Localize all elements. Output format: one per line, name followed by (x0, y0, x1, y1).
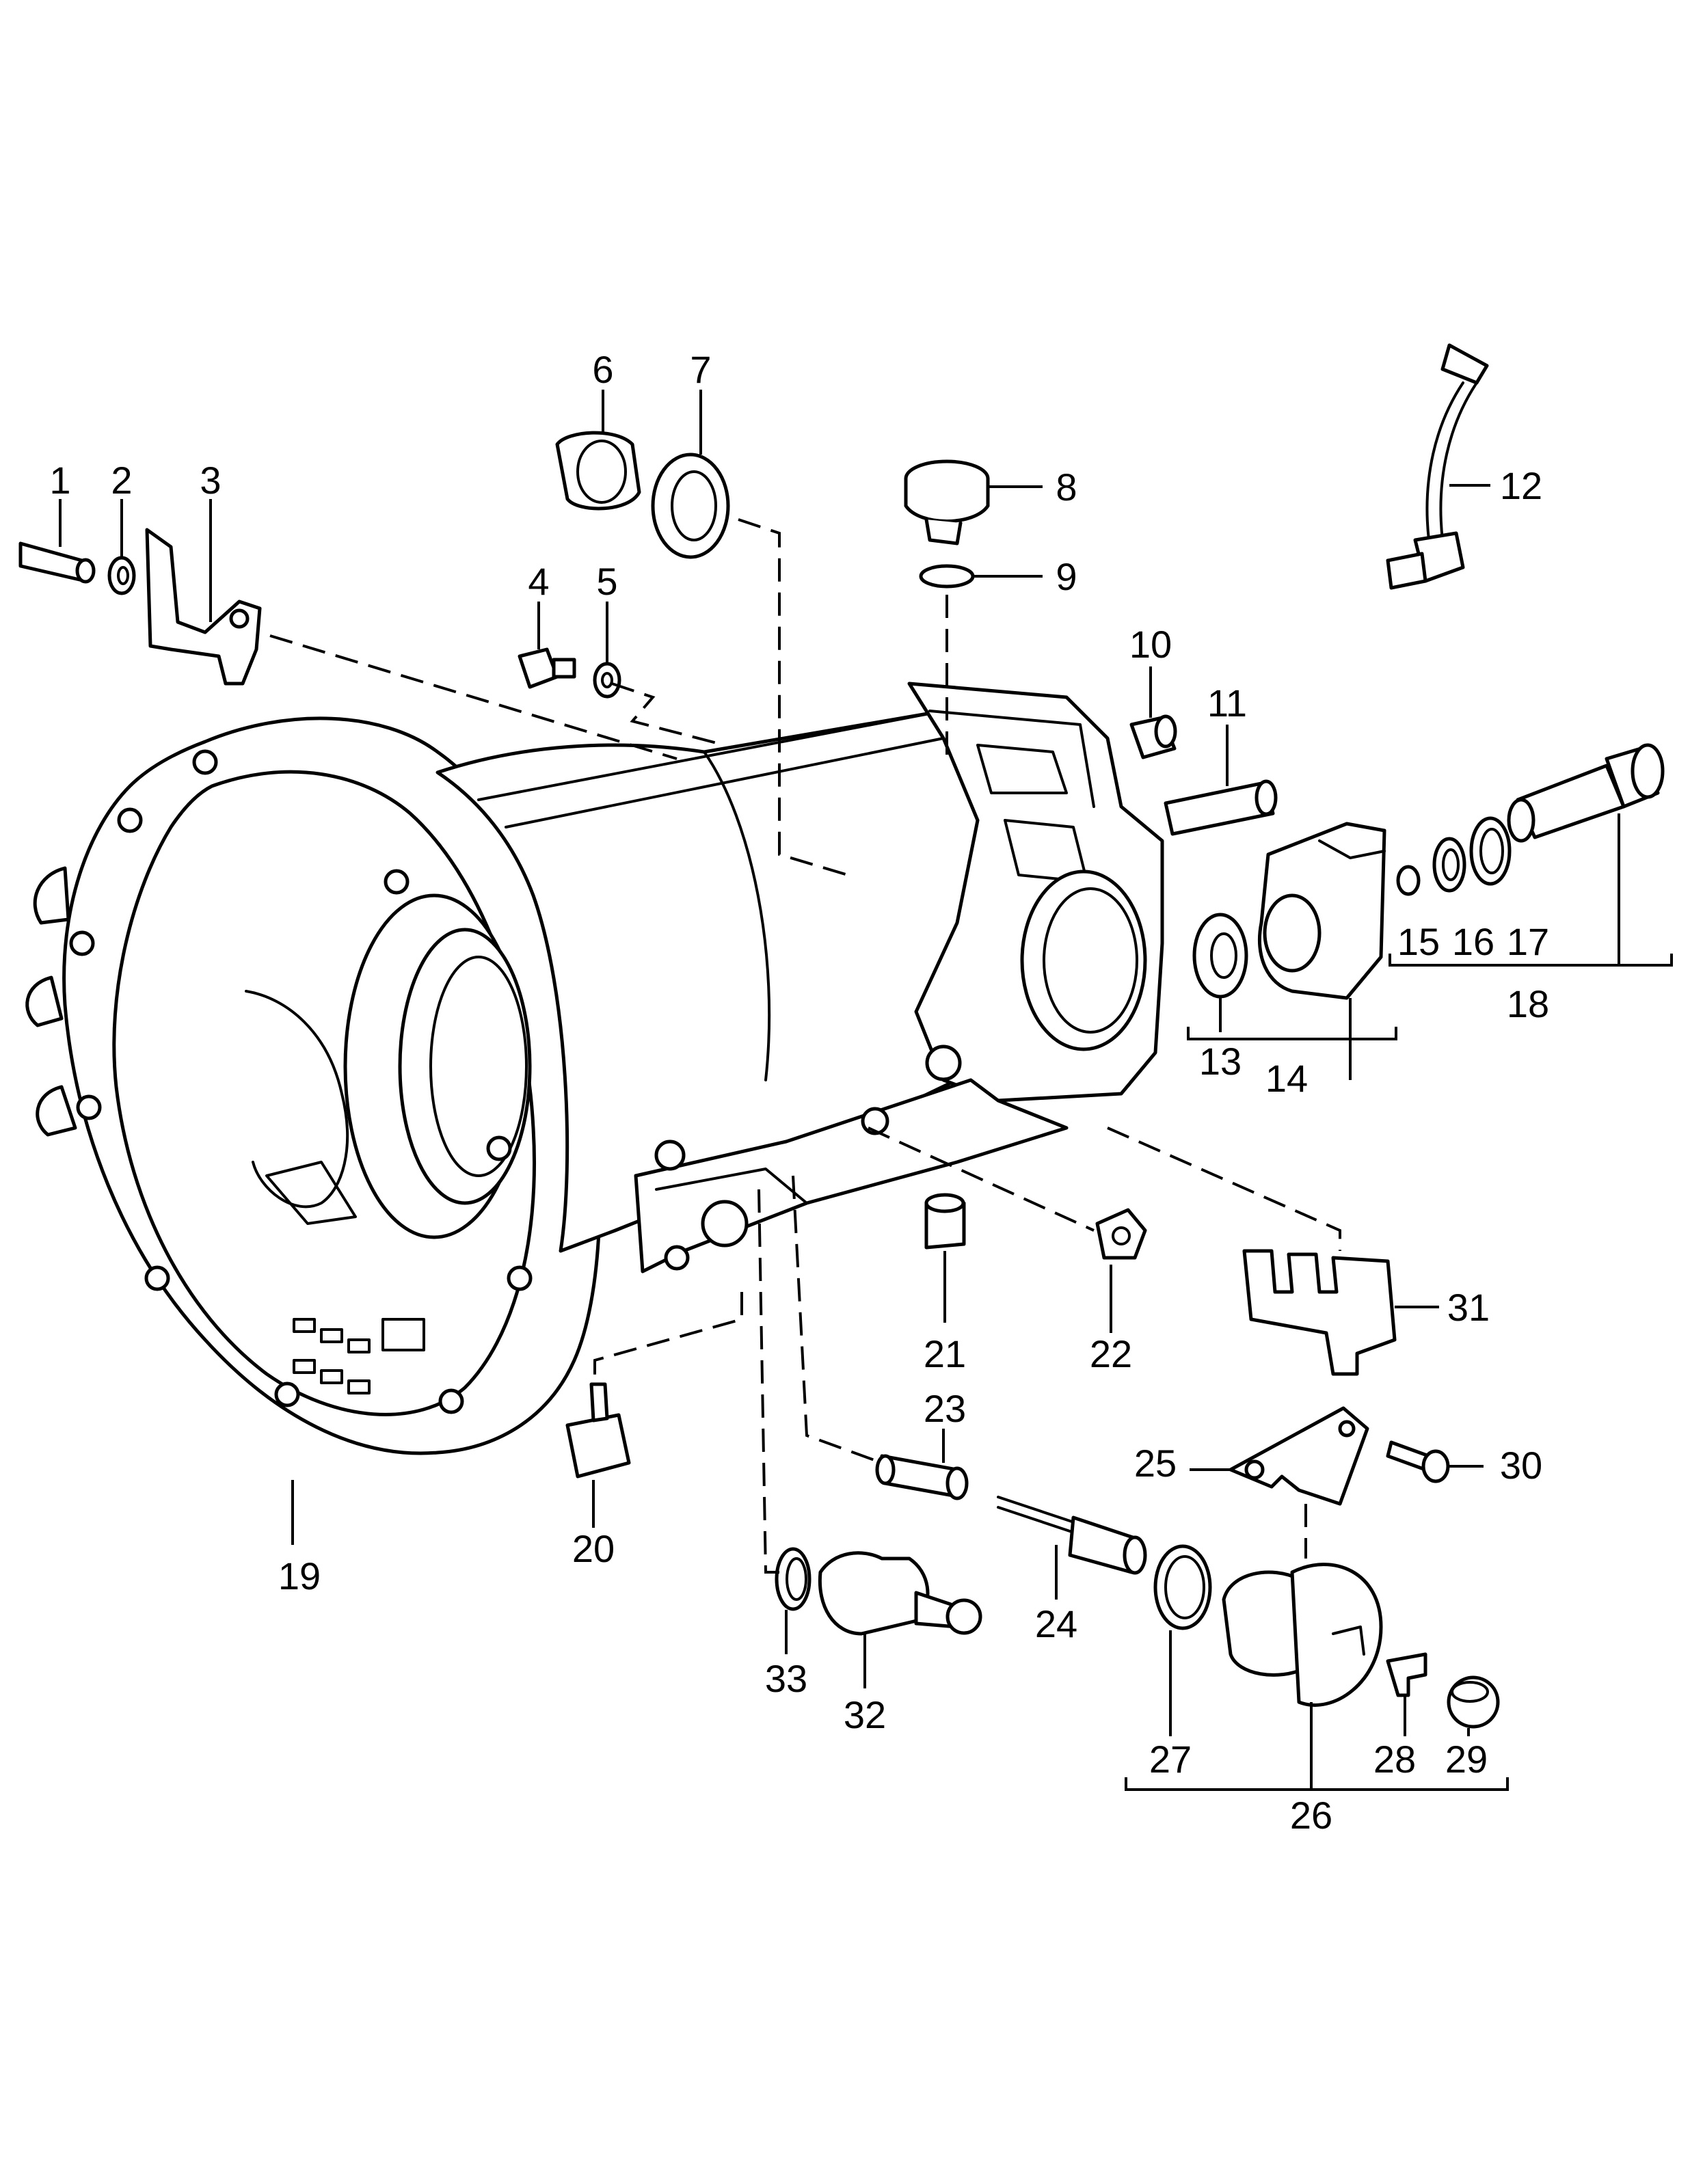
callout-31: 31 (1447, 1286, 1490, 1329)
part-21-nut (924, 1193, 966, 1250)
callout-8: 8 (1056, 466, 1077, 509)
part-15-ring (1396, 865, 1421, 896)
part-30-screw (1386, 1440, 1450, 1483)
callout-12: 12 (1500, 464, 1542, 507)
callout-21: 21 (924, 1332, 966, 1375)
part-27-ring (1153, 1544, 1212, 1630)
part-2-washer (107, 556, 136, 595)
part-9-o-ring (919, 564, 975, 589)
callout-3: 3 (200, 459, 221, 502)
part-31-gasket (1242, 1249, 1397, 1376)
part-12-cable (1386, 343, 1489, 590)
part-5-washer (593, 662, 621, 699)
callout-24: 24 (1035, 1602, 1077, 1645)
callout-18: 18 (1507, 982, 1549, 1025)
callout-27: 27 (1149, 1738, 1192, 1781)
callout-4: 4 (528, 560, 549, 603)
callout-2: 2 (111, 459, 132, 502)
callout-5: 5 (596, 560, 617, 603)
part-4-bolt (518, 647, 576, 689)
part-1-stud (18, 541, 96, 584)
part-20-switch (565, 1382, 631, 1479)
part-18-valve-assembly (1507, 743, 1665, 843)
callout-30: 30 (1500, 1444, 1542, 1487)
part-10-pin (1129, 714, 1177, 759)
part-7-seal-ring (651, 453, 730, 559)
leader-lines (59, 390, 1620, 1791)
callout-16: 16 (1452, 920, 1494, 963)
callout-26: 26 (1290, 1794, 1332, 1837)
callout-13: 13 (1199, 1040, 1242, 1083)
grouping-brackets (1125, 954, 1673, 1791)
part-13-seal (1192, 913, 1248, 999)
callout-19: 19 (278, 1554, 321, 1597)
callout-10: 10 (1129, 623, 1172, 666)
part-8-plug (904, 459, 990, 545)
callout-32: 32 (844, 1693, 886, 1736)
part-11-rod (1164, 779, 1278, 836)
callout-7: 7 (690, 348, 711, 391)
callout-15: 15 (1397, 920, 1440, 963)
callout-labels: 1 2 3 4 5 6 7 8 9 10 11 12 13 14 15 16 1… (49, 348, 1549, 1837)
part-16-ring (1432, 837, 1466, 893)
callout-9: 9 (1056, 555, 1077, 598)
part-25-bracket (1229, 1406, 1369, 1506)
callout-25: 25 (1134, 1442, 1177, 1485)
part-6-seal (555, 431, 641, 511)
part-14-servo (1257, 822, 1386, 1000)
callout-23: 23 (924, 1387, 966, 1430)
part-32-sensor (818, 1551, 982, 1636)
callout-6: 6 (592, 348, 613, 391)
transmission-housing (25, 682, 1164, 1455)
part-3-bracket (145, 528, 262, 686)
part-29-cap (1447, 1675, 1500, 1729)
callout-20: 20 (572, 1527, 615, 1570)
part-26-governor (1222, 1563, 1383, 1707)
callout-29: 29 (1445, 1738, 1488, 1781)
callout-11: 11 (1207, 682, 1247, 725)
part-17-ring (1469, 816, 1512, 886)
callout-22: 22 (1090, 1332, 1132, 1375)
assembly-lines (269, 518, 1341, 1574)
part-22-nut (1095, 1208, 1147, 1260)
callout-14: 14 (1265, 1057, 1308, 1100)
callout-33: 33 (765, 1657, 807, 1700)
part-24-plunger (997, 1496, 1147, 1575)
part-23-fitting (875, 1454, 969, 1500)
callout-28: 28 (1373, 1738, 1416, 1781)
callout-1: 1 (49, 459, 70, 502)
callout-17: 17 (1507, 920, 1549, 963)
part-28-clip (1386, 1652, 1427, 1697)
part-33-seal-ring (775, 1547, 812, 1611)
